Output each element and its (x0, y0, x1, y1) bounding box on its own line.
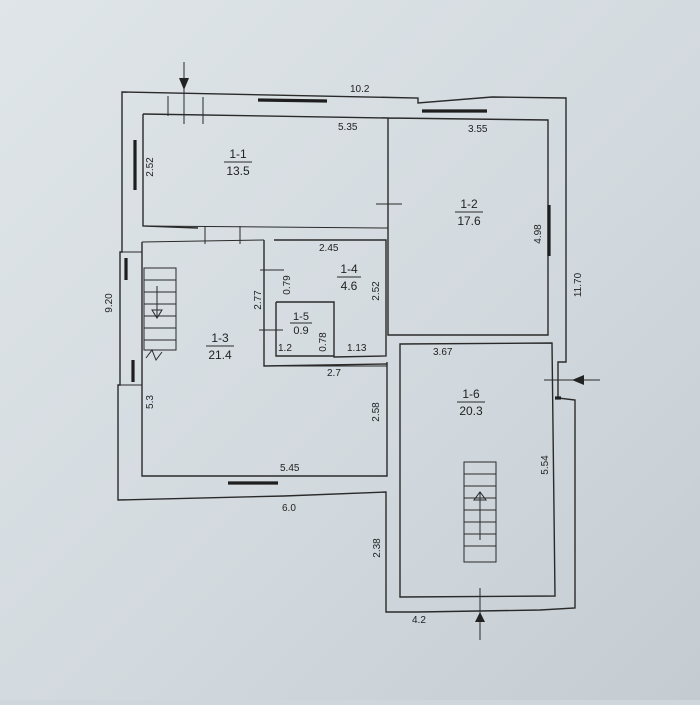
dim-corridor: 2.77 (253, 290, 264, 310)
room-area: 0.9 (293, 325, 308, 337)
dim-r14-bottom: 1.13 (347, 343, 367, 354)
dim-r12-width: 3.55 (468, 124, 488, 135)
room-1-4: 1-4 4.6 (337, 262, 361, 293)
room-id: 1-1 (229, 147, 247, 161)
room-area: 17.6 (457, 214, 481, 228)
dim-r16-bottom: 4.2 (412, 615, 426, 626)
dim-r13-right: 2.58 (371, 402, 382, 422)
room-1-1: 1-1 13.5 (224, 147, 252, 178)
room-id: 1-3 (211, 331, 229, 345)
dim-r14-depth: 2.52 (371, 281, 382, 301)
dim-right-overall: 11.70 (573, 272, 584, 297)
dim-r16-width: 3.67 (433, 347, 453, 358)
dim-r16-depth: 5.54 (540, 455, 551, 475)
room-1-5: 1-5 0.9 (290, 311, 312, 337)
doors (167, 96, 402, 331)
room-id: 1-5 (293, 311, 309, 323)
dim-r13-width: 5.45 (280, 463, 300, 474)
dim-r15-depth: 0.78 (318, 332, 329, 352)
staircase-right (463, 461, 497, 563)
dim-bottom-left: 6.0 (282, 503, 296, 514)
dim-r15-width: 1.2 (278, 343, 292, 354)
room-id: 1-6 (462, 387, 480, 401)
dim-r16-left: 2.38 (372, 538, 383, 558)
room-1-6: 1-6 20.3 (457, 387, 485, 418)
room-id: 1-4 (340, 262, 358, 276)
dim-r12-depth: 4.98 (533, 224, 544, 244)
windows (124, 98, 561, 485)
room-area: 13.5 (226, 164, 250, 178)
staircase-left (143, 267, 177, 362)
outer-walls (117, 91, 576, 613)
room-1-2: 1-2 17.6 (455, 197, 483, 228)
room-area: 4.6 (341, 279, 358, 293)
dim-r13-mid: 2.7 (327, 368, 341, 379)
dim-r14-width: 2.45 (319, 243, 339, 254)
dim-r14-upper: 0.79 (282, 275, 293, 295)
room-area: 21.4 (208, 348, 232, 362)
dim-top-overall: 10.2 (350, 84, 370, 95)
dim-r13-side: 5.3 (145, 395, 156, 409)
room-1-3: 1-3 21.4 (206, 331, 234, 362)
room-id: 1-2 (460, 197, 478, 211)
dim-left-overall: 9.20 (104, 293, 115, 313)
entrance-markers (179, 62, 600, 640)
dimension-labels: 10.2 11.70 9.20 5.35 2.52 3.55 4.98 2.45… (104, 84, 584, 626)
dim-r11-width: 5.35 (338, 122, 358, 133)
interior-walls (120, 118, 389, 386)
dim-r11-depth: 2.52 (145, 157, 156, 177)
room-area: 20.3 (459, 404, 483, 418)
